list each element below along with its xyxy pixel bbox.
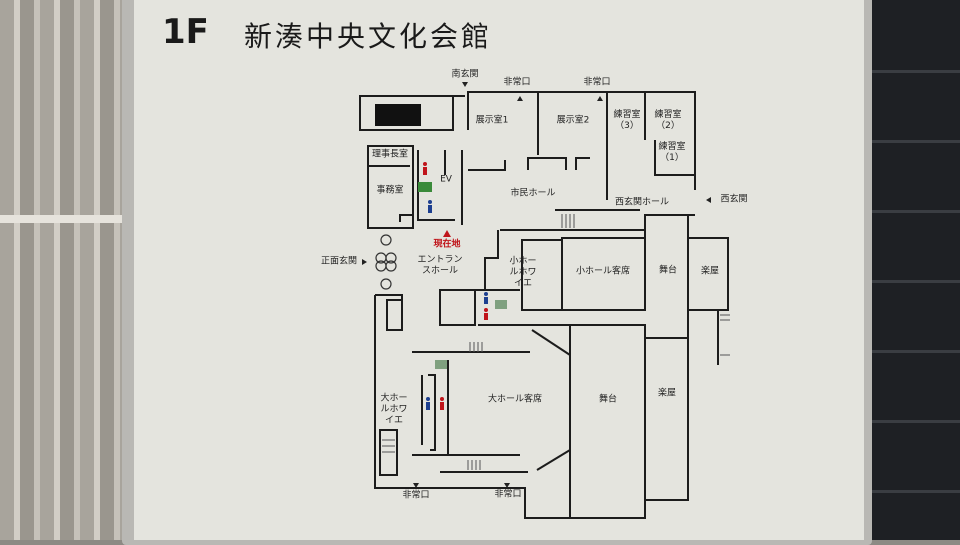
label-small-hall-seats: 小ホール客席 (575, 266, 631, 277)
arrow-right-icon (362, 259, 367, 265)
label-large-dressing-room: 楽屋 (657, 388, 677, 399)
floor-map-sign (134, 0, 864, 540)
wall-joint (868, 210, 960, 213)
label-small-dressing-room: 楽屋 (700, 266, 720, 277)
wall-joint (868, 140, 960, 143)
label-office: 事務室 (376, 185, 404, 196)
walls (359, 91, 729, 519)
label-citizen-hall: 市民ホール (510, 188, 556, 199)
label-large-hall-foyer: 大ホールホワイエ (380, 393, 408, 426)
exit-arrows (362, 82, 711, 488)
arrow-up-icon (597, 96, 603, 101)
label-large-stage: 舞台 (598, 394, 618, 405)
label-exhibition-1: 展示室1 (475, 115, 509, 126)
label-small-hall-foyer: 小ホールホワイエ (509, 256, 537, 289)
label-chairman-room: 理事長室 (371, 149, 409, 160)
accessible-restroom-icon (418, 182, 432, 192)
male-restroom-icon (484, 292, 488, 296)
large-stage-room (569, 324, 646, 519)
entrance-pillars (375, 234, 397, 290)
label-west-entrance: 西玄関 (720, 194, 748, 205)
label-exhibition-2: 展示室2 (556, 115, 590, 126)
arrow-down-icon (462, 82, 468, 87)
female-restroom-icon (484, 308, 488, 312)
wall-joint (868, 70, 960, 73)
label-entrance-hall: エントランスホール (417, 255, 463, 276)
building-name: 新湊中央文化会館 (244, 20, 493, 53)
male-restroom-icon (426, 397, 430, 401)
wall-joint (0, 215, 128, 223)
wall-joint (868, 280, 960, 283)
accessible-restroom-icon (435, 360, 447, 369)
storage-block (359, 95, 454, 131)
label-emergency-exit: 非常口 (583, 77, 611, 88)
current-location-marker-icon (443, 230, 451, 237)
arrow-down-icon (504, 483, 510, 488)
accessible-restroom-icon (495, 300, 507, 309)
label-current-location: 現在地 (433, 239, 461, 250)
female-restroom-icon (440, 397, 444, 401)
stairs-block (386, 299, 403, 331)
label-emergency-exit: 非常口 (503, 77, 531, 88)
arrow-up-icon (517, 96, 523, 101)
female-restroom-icon (423, 162, 427, 166)
label-practice-2: 練習室（2） (654, 110, 682, 131)
wall-joint (868, 350, 960, 353)
label-small-stage: 舞台 (658, 265, 678, 276)
arrow-down-icon (413, 483, 419, 488)
label-south-entrance: 南玄関 (451, 69, 479, 80)
label-emergency-exit: 非常口 (494, 489, 522, 500)
stone-wall-left (0, 0, 128, 540)
tile-wall-right (868, 0, 960, 540)
wall-joint (868, 420, 960, 423)
male-restroom-icon (428, 200, 432, 204)
label-practice-3: 練習室（3） (613, 110, 641, 131)
arrow-left-icon (706, 197, 711, 203)
label-west-entrance-hall: 西玄関ホール (614, 197, 670, 208)
floor-label: 1F (162, 12, 209, 52)
office-block (367, 145, 414, 229)
label-practice-1: 練習室（1） (658, 142, 686, 163)
label-main-entrance: 正面玄関 (320, 256, 358, 267)
stairs-block (379, 429, 398, 476)
label-large-hall-seats: 大ホール客席 (487, 394, 543, 405)
restroom-icons (418, 162, 507, 410)
label-elevator: EV (440, 174, 452, 185)
label-emergency-exit: 非常口 (402, 490, 430, 501)
stairs (382, 214, 730, 470)
wall-joint (868, 490, 960, 493)
redacted-block (375, 104, 421, 126)
small-room (439, 289, 476, 326)
